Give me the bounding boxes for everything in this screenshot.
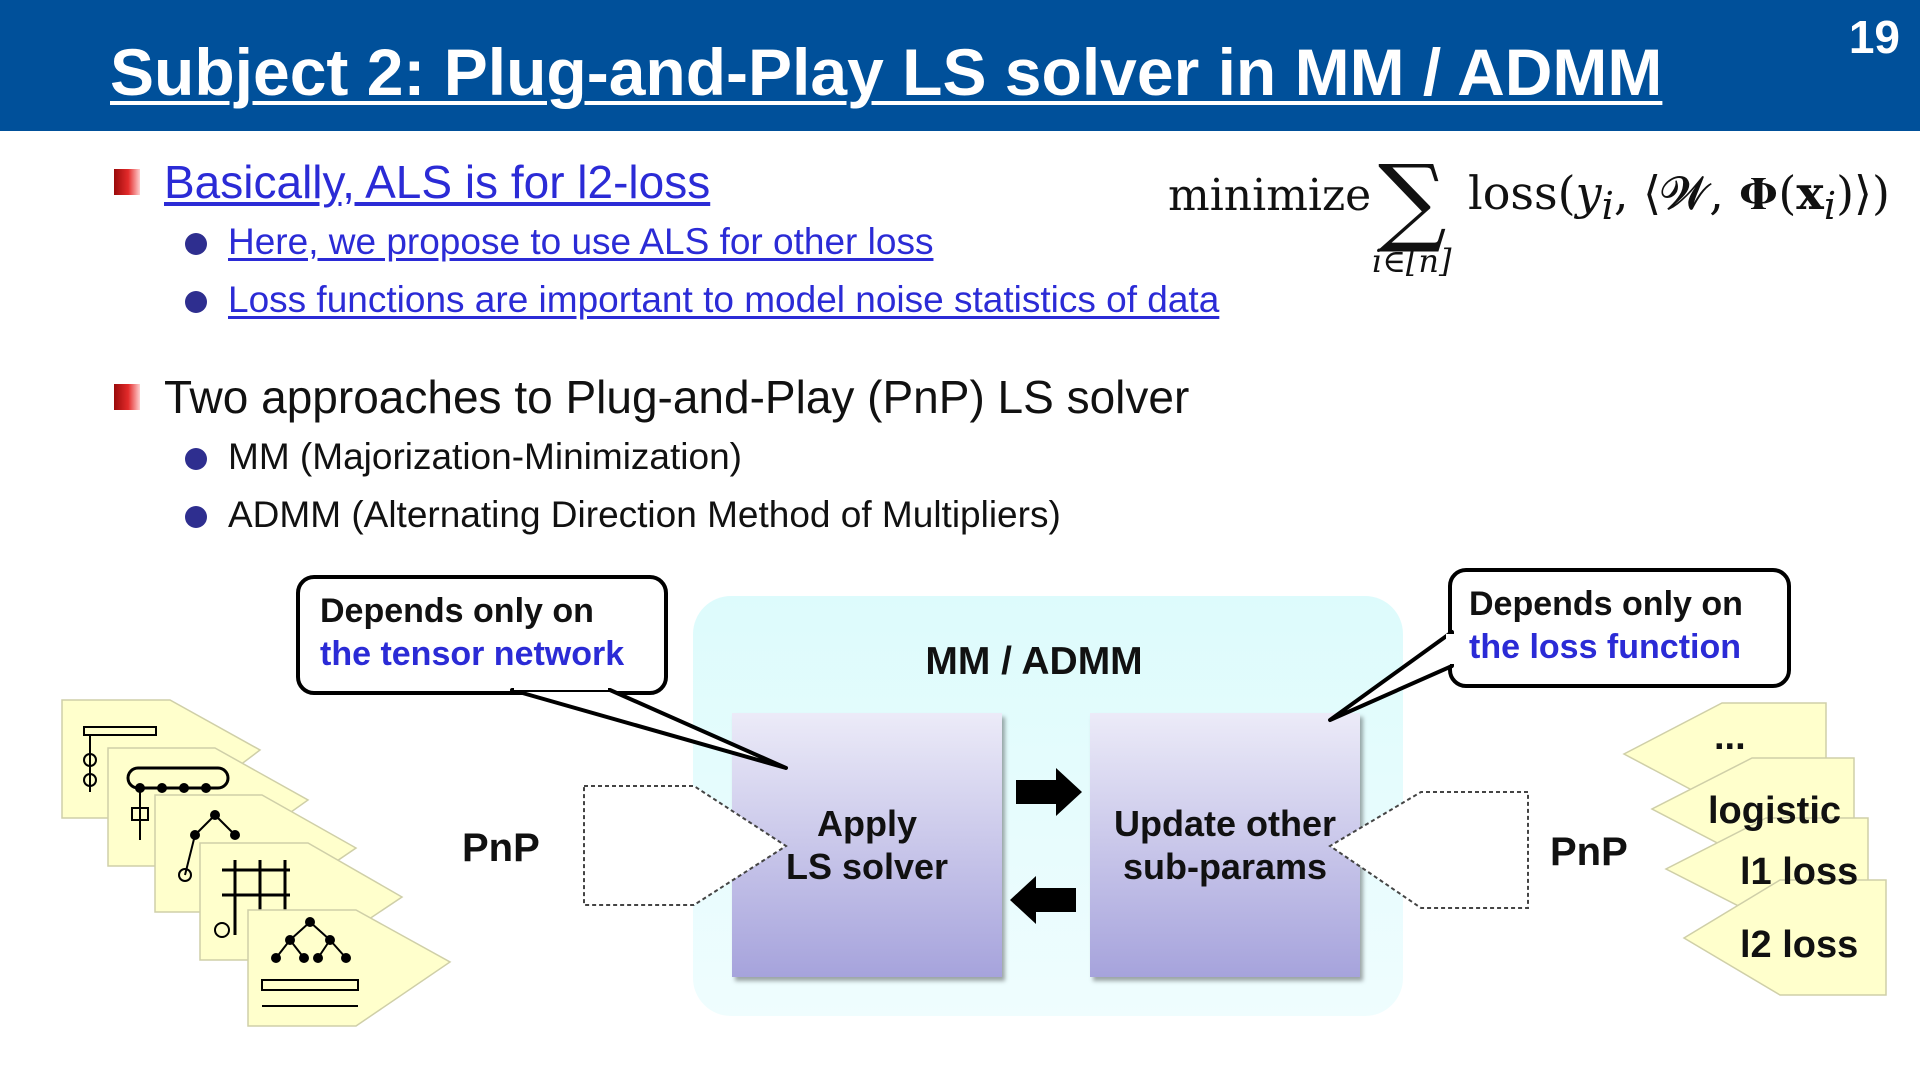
bullet-1-sub-2-link[interactable]: Loss functions are important to model no…: [228, 279, 1220, 320]
left-callout-line-2: the tensor network: [320, 635, 625, 673]
left-callout-text: Depends only on the tensor network: [320, 590, 624, 676]
loss-card-4-label: l2 loss: [1740, 924, 1859, 966]
bullet-1-sub-1-link[interactable]: Here, we propose to use ALS for other lo…: [228, 221, 934, 262]
right-callout: [1328, 568, 1791, 722]
loss-card-4: [1682, 879, 1887, 996]
loss-card-1-label: ...: [1714, 716, 1746, 758]
arrow-right-icon: [1016, 768, 1082, 816]
left-callout-line-1: Depends only on: [320, 592, 594, 630]
bullet-1[interactable]: Basically, ALS is for l2-loss: [164, 155, 710, 209]
equation-suffix: )⟩): [1836, 166, 1890, 220]
bullet-square-icon: [114, 169, 140, 195]
sum-symbol: ∑: [1378, 144, 1447, 256]
arrow-left-icon: [1010, 876, 1076, 924]
equation-expression: loss(yi, ⟨𝓦, 𝚽(xi)⟩): [1468, 166, 1890, 229]
tensor-card-5: [247, 909, 452, 1027]
bullet-1-link[interactable]: Basically, ALS is for l2-loss: [164, 156, 711, 208]
bullet-dot-icon: [185, 448, 207, 470]
right-callout-text: Depends only on the loss function: [1469, 583, 1743, 669]
bullet-1-sub-2[interactable]: Loss functions are important to model no…: [228, 279, 1219, 321]
update-subparams-box: Update other sub-params: [1090, 713, 1360, 977]
bullet-2-sub-2: ADMM (Alternating Direction Method of Mu…: [228, 494, 1061, 535]
right-callout-line-2: the loss function: [1469, 628, 1741, 666]
bullet-2-sub-1: MM (Majorization-Minimization): [228, 436, 742, 477]
equation-loss: loss(: [1468, 166, 1576, 220]
equation-mid: , ⟨𝓦, 𝚽(: [1613, 166, 1797, 220]
left-plug-connector: [583, 785, 788, 906]
apply-ls-line-1: Apply: [816, 803, 917, 844]
bullet-2: Two approaches to Plug-and-Play (PnP) LS…: [164, 371, 1190, 423]
header-bar: Subject 2: Plug-and-Play LS solver in MM…: [0, 0, 1920, 131]
equation-y-sub: i: [1601, 184, 1614, 230]
loss-card-3-label: l1 loss: [1740, 851, 1859, 893]
pnp-label-left: PnP: [462, 826, 540, 870]
bullet-square-icon: [114, 384, 140, 410]
apply-ls-line-2: LS solver: [785, 846, 949, 887]
equation-minimize: minimize: [1168, 170, 1372, 221]
equation-x: x: [1796, 166, 1824, 220]
left-callout: [296, 575, 788, 770]
slide-title: Subject 2: Plug-and-Play LS solver in MM…: [110, 35, 1663, 109]
bullet-1-sub-1[interactable]: Here, we propose to use ALS for other lo…: [228, 221, 933, 263]
loss-card-2-label: logistic: [1708, 790, 1842, 832]
update-line-2: sub-params: [1122, 846, 1328, 887]
update-line-1: Update other: [1113, 803, 1336, 844]
right-callout-line-1: Depends only on: [1469, 585, 1743, 623]
pnp-label-right: PnP: [1550, 830, 1628, 874]
objective-equation: minimize ∑ i∈[n] loss(yi, ⟨𝓦, 𝚽(xi)⟩): [1168, 144, 1908, 288]
sum-subscript: i∈[n]: [1372, 242, 1452, 280]
page-number: 19: [1848, 11, 1900, 63]
loss-function-cards: [1622, 702, 1887, 996]
bullet-dot-icon: [185, 506, 207, 528]
equation-x-sub: i: [1823, 184, 1837, 230]
equation-y: y: [1575, 166, 1602, 220]
tensor-network-cards: [61, 699, 452, 1027]
bullet-dot-icon: [185, 291, 207, 313]
right-plug-connector: [1328, 791, 1529, 909]
mm-admm-label: MM / ADMM: [925, 640, 1143, 683]
bullet-dot-icon: [185, 233, 207, 255]
